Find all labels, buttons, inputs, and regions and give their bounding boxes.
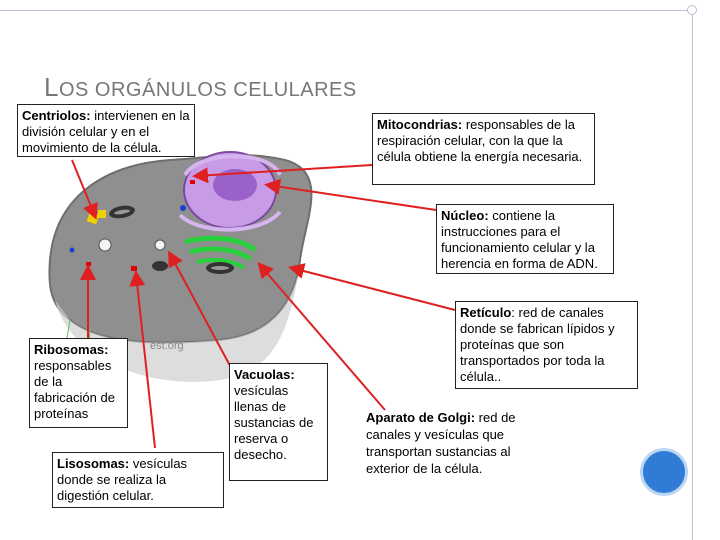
- desc-vacuolas: vesículas llenas de sustancias de reserv…: [234, 383, 314, 462]
- label-reticulo: Retículo: red de canales donde se fabric…: [455, 301, 638, 389]
- label-mitocondrias: Mitocondrias: responsables de la respira…: [372, 113, 595, 185]
- desc-ribosomas: responsables de la fabricación de proteí…: [34, 358, 115, 421]
- image-watermark: est.org: [150, 340, 184, 352]
- term-vacuolas: Vacuolas:: [234, 367, 295, 382]
- term-nucleo: Núcleo:: [441, 208, 489, 223]
- term-centriolos: Centriolos:: [22, 108, 91, 123]
- label-golgi: Aparato de Golgi: red de canales y vesíc…: [362, 407, 537, 479]
- decorative-blue-circle: [640, 448, 688, 496]
- term-golgi: Aparato de Golgi:: [366, 410, 475, 425]
- label-vacuolas: Vacuolas: vesículas llenas de sustancias…: [229, 363, 328, 481]
- term-mitocondrias: Mitocondrias:: [377, 117, 462, 132]
- term-lisosomas: Lisosomas:: [57, 456, 129, 471]
- label-ribosomas: Ribosomas: responsables de la fabricació…: [29, 338, 128, 428]
- label-lisosomas: Lisosomas: vesículas donde se realiza la…: [52, 452, 224, 508]
- label-nucleo: Núcleo: contiene la instrucciones para e…: [436, 204, 614, 274]
- term-reticulo: Retículo: [460, 305, 511, 320]
- label-centriolos: Centriolos: intervienen en la división c…: [17, 104, 195, 157]
- term-ribosomas: Ribosomas:: [34, 342, 108, 357]
